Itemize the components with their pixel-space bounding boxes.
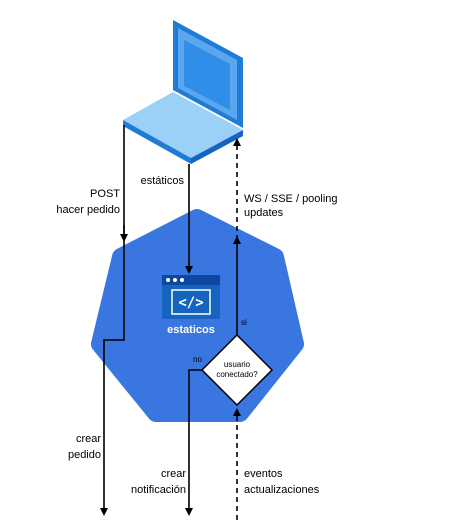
label-estaticos: estáticos	[141, 175, 185, 187]
label-crear-notif-1: crear	[161, 468, 186, 480]
label-crear-pedido-1: crear	[76, 433, 101, 445]
no-branch-line	[185, 369, 202, 516]
label-si: si	[241, 318, 247, 327]
label-post: POST	[90, 188, 120, 200]
label-crear-notif-2: notificación	[131, 484, 186, 496]
label-crear-pedido-2: pedido	[68, 449, 101, 461]
label-updates: updates	[244, 207, 284, 219]
laptop-icon	[123, 20, 243, 164]
decision-text-line2: conectado?	[216, 370, 258, 379]
decision-diamond	[200, 333, 274, 407]
code-window-icon: </>	[162, 275, 220, 319]
svg-text:</>: </>	[178, 295, 203, 311]
label-no: no	[193, 355, 202, 364]
label-ws-sse: WS / SSE / pooling	[244, 193, 338, 205]
label-actualizaciones: actualizaciones	[244, 484, 320, 496]
label-hacer-pedido: hacer pedido	[56, 204, 120, 216]
label-eventos: eventos	[244, 468, 283, 480]
app-name-label: estaticos	[167, 324, 215, 336]
decision-text-line1: usuario	[224, 360, 251, 369]
